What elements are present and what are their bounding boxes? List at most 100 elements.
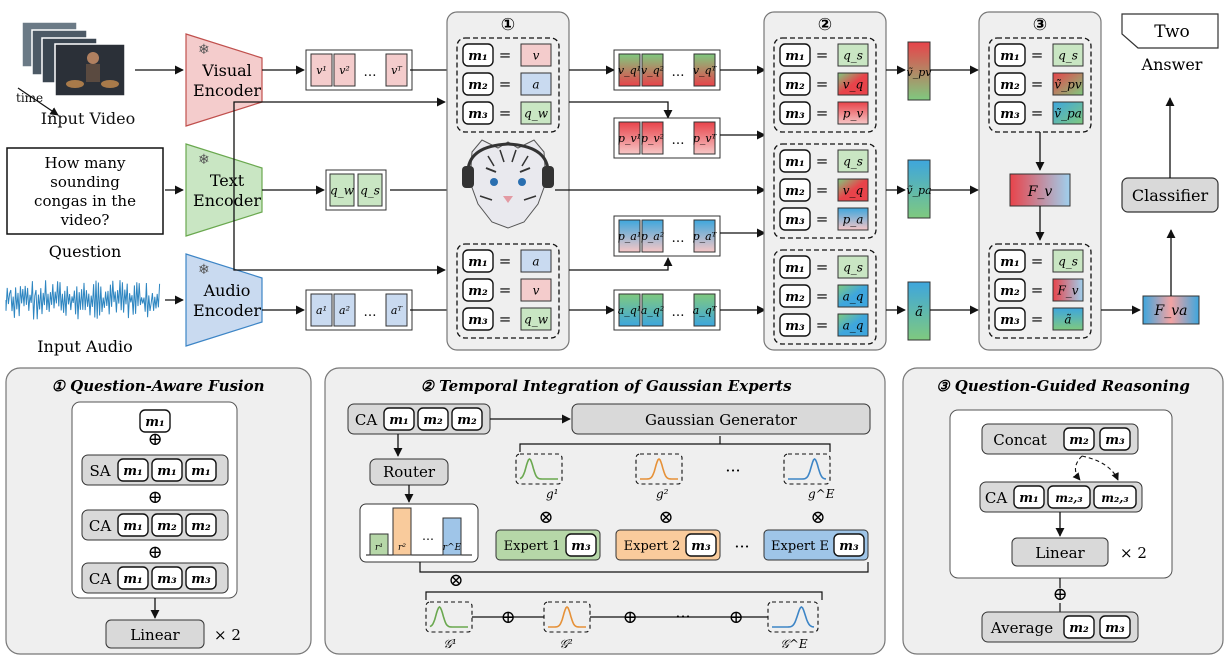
router-label: Router (383, 463, 436, 481)
m-token (462, 43, 494, 67)
m-token (117, 513, 149, 537)
ellipsis: … (672, 65, 685, 80)
mapping-frame (773, 143, 877, 239)
ellipsis: ··· (734, 537, 749, 556)
m-token (994, 101, 1026, 125)
m-token-label: m₃ (157, 572, 177, 587)
text-encoder: ❄ Text Encoder (185, 143, 263, 237)
a-tilde-token (907, 281, 931, 341)
m-token (779, 255, 811, 279)
mapping-value (1052, 278, 1084, 302)
G1-label: 𝒢¹ (443, 637, 456, 651)
seq-token (310, 53, 333, 87)
m-token (779, 149, 811, 173)
ellipsis: … (672, 133, 685, 148)
oplus-icon: ⊕ (147, 542, 162, 563)
mapping-value (520, 72, 552, 96)
m-token (1099, 615, 1131, 639)
m-token (417, 407, 449, 431)
seq-token-label: a¹ (316, 304, 327, 317)
input-audio-caption: Input Audio (37, 337, 133, 356)
m-token-label: m₃ (1000, 313, 1020, 328)
ca-label: CA (355, 411, 377, 429)
seq-token-label: p_a² (641, 230, 665, 243)
snowflake-icon: ❄ (198, 262, 210, 278)
m-token-label: m₁ (389, 413, 408, 428)
mapping-value (837, 43, 869, 67)
mapping-value-label: ṽ_pa (1054, 106, 1082, 120)
m-token-label: m₂ (191, 519, 211, 534)
panel1-repeat: × 2 (214, 626, 241, 644)
ellipsis: ··· (725, 461, 740, 480)
seq-token (618, 219, 641, 253)
seq-token (693, 53, 716, 87)
G-out-1 (425, 601, 473, 633)
ellipsis: … (364, 305, 377, 320)
panel1-linear (105, 619, 205, 649)
m-token-label: m₃ (468, 107, 488, 122)
m-token-label: m₁ (157, 464, 176, 479)
equals-sign: = (816, 152, 829, 170)
mapping-value-label: ṽ_pv (1054, 77, 1081, 91)
question-line-4: video? (60, 211, 110, 229)
attention-op: CA (89, 570, 111, 588)
m-token (151, 566, 183, 590)
mapping-value (837, 72, 869, 96)
input-video-caption: Input Video (41, 109, 135, 128)
m-token (185, 566, 217, 590)
question-caption: Question (49, 242, 122, 261)
m-token (1099, 427, 1131, 451)
equals-sign: = (499, 252, 512, 270)
m-token-label: m₂ (468, 78, 488, 93)
m-token-label: m₁ (785, 49, 804, 64)
m-token-label: m₁ (1000, 49, 1019, 64)
seq-token-label: v¹ (316, 64, 327, 77)
seq-token (329, 173, 355, 207)
seq-token (385, 293, 408, 327)
m-token-label: m₂ (1069, 621, 1089, 636)
m-token-label: m₃ (785, 213, 805, 228)
m-token (185, 513, 217, 537)
question-line-1: How many (44, 154, 126, 172)
question-line-3: congas in the (34, 192, 136, 210)
m-token-label: m₁ (785, 155, 804, 170)
seq-token (310, 293, 333, 327)
router-bar (392, 507, 412, 556)
equals-sign: = (499, 310, 512, 328)
m-token (383, 407, 415, 431)
input-audio: Input Audio (5, 280, 161, 356)
input-video: time Input Video (16, 21, 135, 128)
m-token-label: m₁ (1019, 491, 1038, 506)
ca-label: CA (985, 489, 1007, 507)
m-token-label: m₂,₃ (1101, 491, 1128, 505)
seq-token-label: p_a¹ (618, 230, 642, 243)
mapping-value-label: q_s (1058, 254, 1078, 268)
m-token-label: m₃ (191, 572, 211, 587)
m-token-label: m₂ (457, 413, 477, 428)
router-bar-label: r² (398, 543, 406, 553)
m-token (462, 72, 494, 96)
mapping-value (1052, 101, 1084, 125)
router-bar-label: r^E (443, 543, 462, 553)
equals-sign: = (816, 316, 829, 334)
stage2-mid-mapping: m₁=q_sm₂=v_qm₃=p_a (773, 143, 877, 239)
mapping-value (837, 313, 869, 337)
m-token (151, 513, 183, 537)
equals-sign: = (499, 281, 512, 299)
question-input: How many sounding congas in the video? Q… (6, 147, 164, 261)
m-token-label: m₁ (123, 519, 142, 534)
mapping-value (837, 149, 869, 173)
mapping-value-label: v_q (843, 77, 864, 91)
oplus-icon: ⊕ (622, 607, 637, 628)
seq-token (641, 219, 664, 253)
m-token-label: m₂ (157, 519, 177, 534)
m-token-label: m₃ (691, 539, 711, 554)
equals-sign: = (499, 75, 512, 93)
stage1-top-mapping: m₁=vm₂=am₃=q_w (456, 37, 560, 133)
m-token (779, 313, 811, 337)
v-pv-token (907, 41, 931, 101)
m-token-label: m₃ (785, 319, 805, 334)
